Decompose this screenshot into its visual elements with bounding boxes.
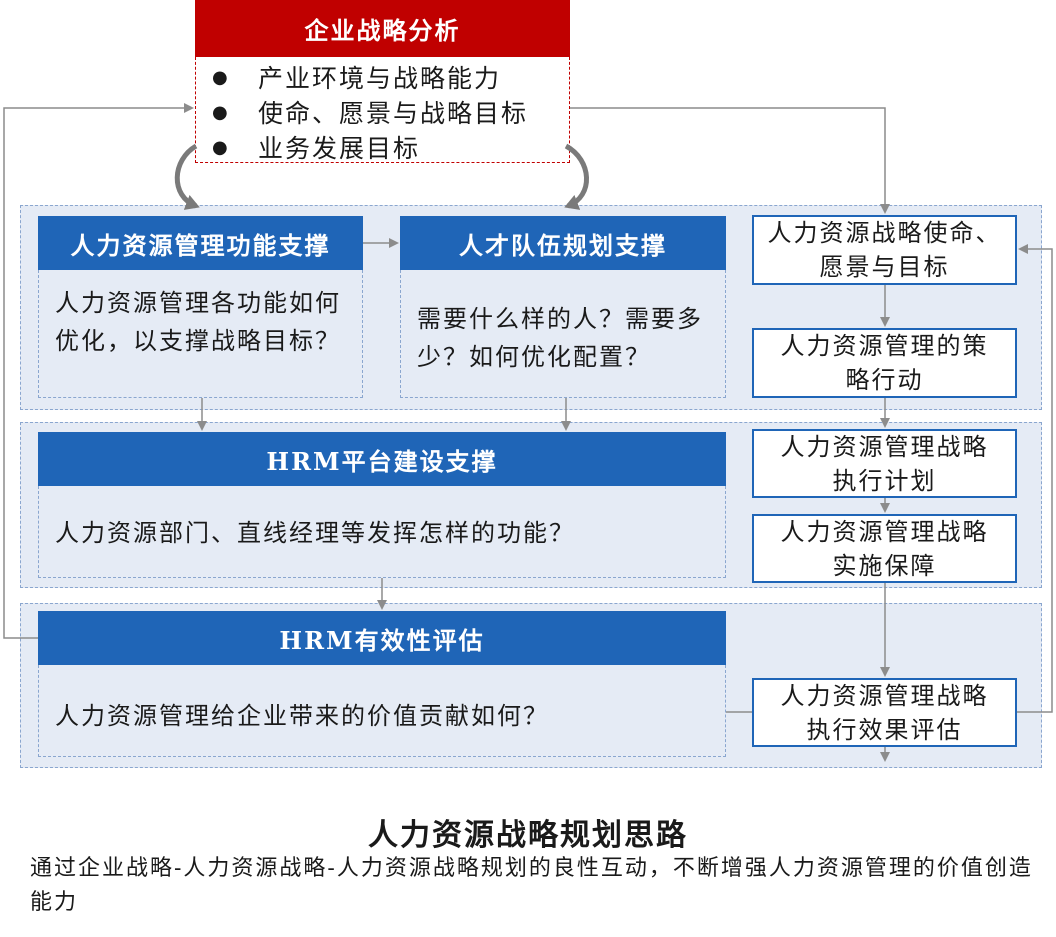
function-support-title: 人力资源管理功能支撑 (70, 230, 331, 260)
step-text: 人力资源管理战略 (780, 681, 989, 710)
function-support-body: 人力资源管理各功能如何优化，以支撑战略目标？ (38, 270, 363, 398)
strategy-analysis-title: 企业战略分析 (304, 16, 461, 45)
step-text: 愿景与目标 (819, 253, 950, 281)
talent-support-text: 需要什么样的人？需要多少？如何优化配置？ (417, 305, 703, 371)
step-mission-vision: 人力资源战略使命、愿景与目标 (752, 215, 1017, 285)
step-effect-evaluation: 人力资源管理战略执行效果评估 (752, 678, 1017, 747)
strategy-bullet: ● 使命、愿景与战略目标 (212, 94, 528, 130)
bullet-icon: ● (212, 136, 230, 158)
feedback-arrow-left (3, 103, 194, 639)
step-text: 人力资源管理战略 (780, 432, 989, 461)
strategy-bullet-text: 产业环境与战略能力 (258, 64, 502, 93)
function-support-header: 人力资源管理功能支撑 (38, 216, 363, 270)
step-text: 略行动 (845, 366, 924, 394)
step-execution-plan: 人力资源管理战略执行计划 (752, 429, 1017, 498)
platform-support-body: 人力资源部门、直线经理等发挥怎样的功能？ (38, 486, 726, 578)
curved-arrow-right (564, 143, 589, 210)
step-text: 执行计划 (832, 466, 937, 495)
diagram-subtitle: 通过企业战略-人力资源战略-人力资源战略规划的良性互动，不断增强人力资源管理的价… (30, 852, 1035, 928)
effectiveness-text: 人力资源管理给企业带来的价值贡献如何？ (55, 702, 549, 730)
diagram-title-text: 人力资源战略规划思路 (368, 818, 688, 853)
platform-support-title: HRM平台建设支撑 (266, 446, 498, 476)
talent-support-body: 需要什么样的人？需要多少？如何优化配置？ (400, 270, 726, 398)
step-strategic-actions: 人力资源管理的策略行动 (752, 328, 1017, 398)
function-support-text: 人力资源管理各功能如何优化，以支撑战略目标？ (55, 289, 341, 355)
platform-support-text: 人力资源部门、直线经理等发挥怎样的功能？ (55, 519, 575, 547)
bullet-icon: ● (212, 101, 230, 123)
step-implementation: 人力资源管理战略实施保障 (752, 514, 1017, 583)
step-text: 人力资源管理战略 (780, 517, 989, 546)
step-text: 人力资源战略使命、 (767, 219, 1002, 247)
diagram-subtitle-text: 通过企业战略-人力资源战略-人力资源战略规划的良性互动，不断增强人力资源管理的价… (30, 856, 1033, 915)
platform-support-header: HRM平台建设支撑 (38, 432, 726, 486)
step-text: 人力资源管理的策 (780, 332, 989, 360)
effectiveness-body: 人力资源管理给企业带来的价值贡献如何？ (38, 665, 726, 757)
strategy-bullet-text: 使命、愿景与战略目标 (258, 99, 529, 128)
diagram-title: 人力资源战略规划思路 (0, 810, 1056, 853)
strategy-to-mission-arrow (570, 107, 890, 214)
strategy-bullet: ● 业务发展目标 (212, 129, 420, 165)
strategy-bullet: ● 产业环境与战略能力 (212, 59, 501, 95)
talent-support-header: 人才队伍规划支撑 (400, 216, 726, 270)
strategy-bullet-text: 业务发展目标 (258, 134, 421, 163)
effectiveness-title: HRM有效性评估 (279, 625, 485, 655)
step-text: 实施保障 (832, 551, 937, 580)
bullet-icon: ● (212, 66, 230, 88)
strategy-analysis-header: 企业战略分析 (195, 0, 570, 57)
curved-arrow-left (174, 143, 200, 210)
talent-support-title: 人才队伍规划支撑 (459, 230, 667, 260)
effectiveness-header: HRM有效性评估 (38, 611, 726, 665)
strategy-analysis-body: ● 产业环境与战略能力 ● 使命、愿景与战略目标 ● 业务发展目标 (195, 57, 570, 163)
feedback-arrow-right (1017, 244, 1053, 713)
step-text: 执行效果评估 (806, 715, 963, 744)
